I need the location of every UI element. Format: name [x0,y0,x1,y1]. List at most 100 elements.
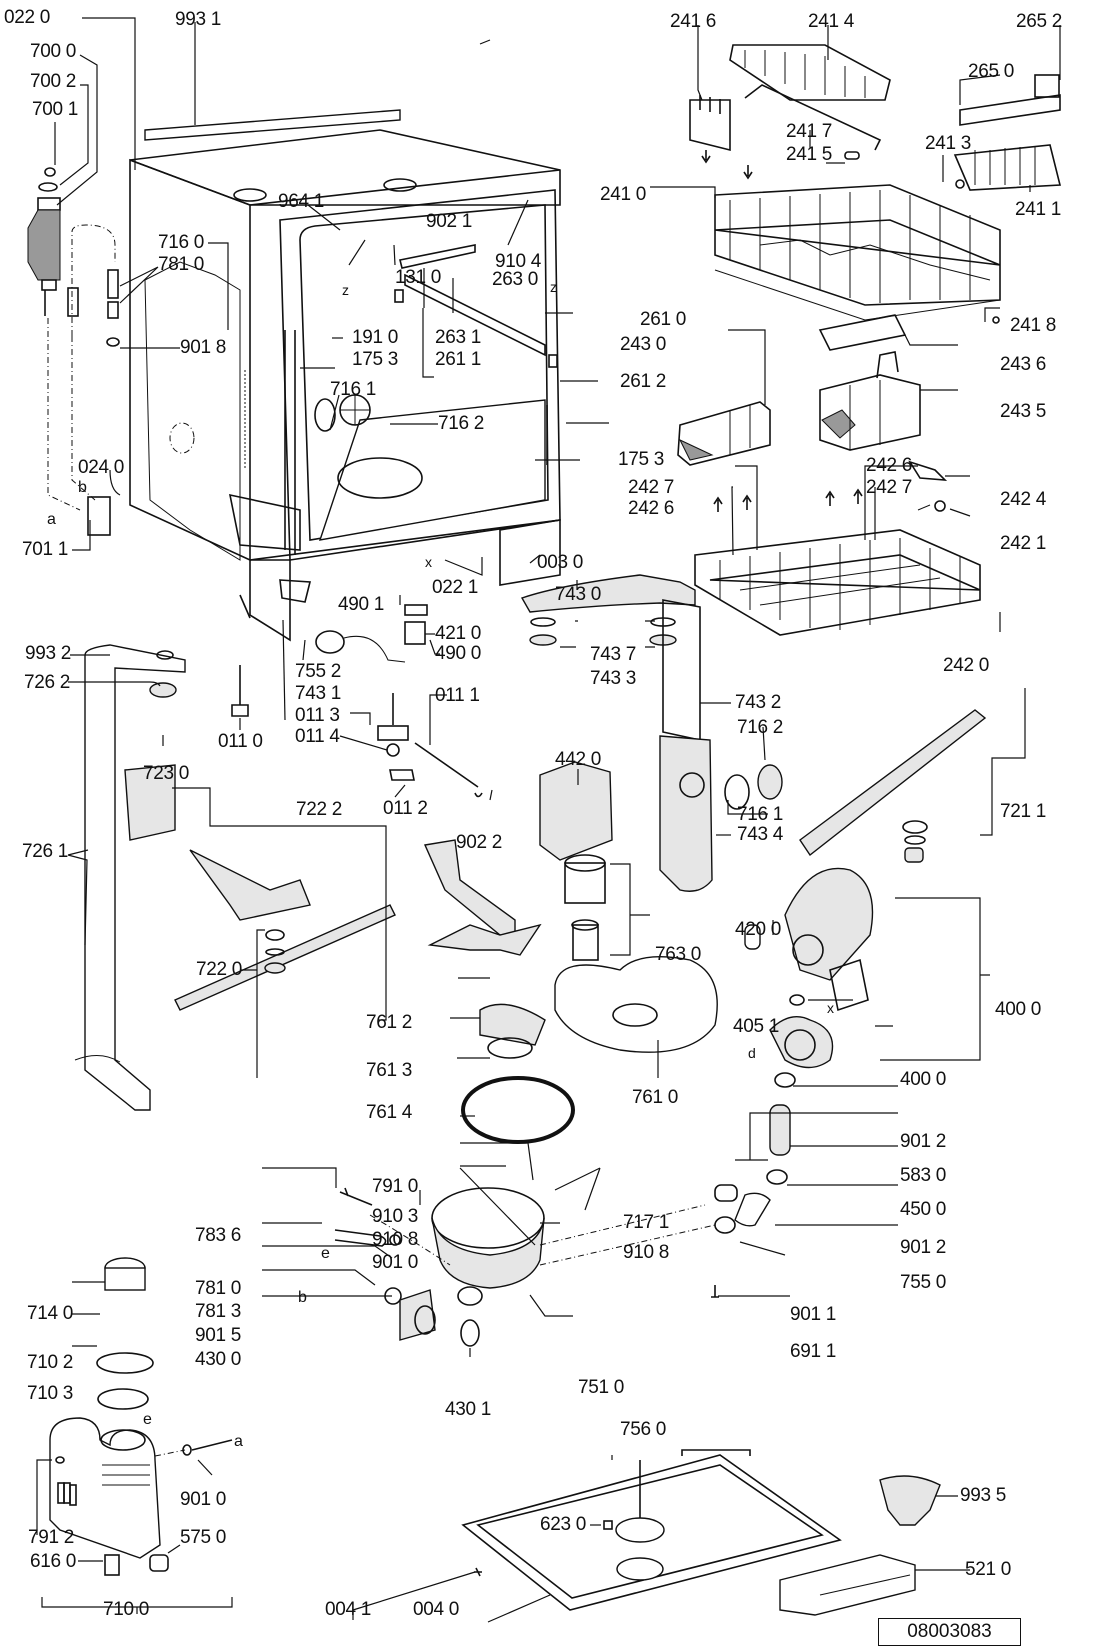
part-label: 022 0 [4,7,51,28]
part-label: 490 1 [338,594,385,615]
part-label: 242 0 [943,655,990,676]
part-label: 700 0 [30,41,77,62]
part-label: 241 7 [786,121,833,142]
sump-assembly [334,1187,716,1347]
part-label: 964 1 [278,191,325,212]
part-label: 751 0 [578,1377,625,1398]
part-label: 901 2 [900,1237,947,1258]
part-label: 722 0 [196,959,243,980]
part-label: 743 7 [590,644,637,665]
part-label: 261 1 [435,349,482,370]
rail-2610 [404,273,546,357]
part-4210 [404,621,426,645]
leader-lines [36,17,1061,1623]
part-label: 993 1 [175,9,222,30]
part-label: 003 0 [537,552,584,573]
part-label: 243 5 [1000,401,1047,422]
part-label: 791 0 [372,1176,419,1197]
pump-4300 [399,1289,436,1341]
basket-2435 [819,374,921,451]
part-label: 242 1 [1000,533,1047,554]
part-4500 [769,1104,791,1156]
connection-marker: e [321,1245,330,1262]
part-label: 490 0 [435,643,482,664]
part-label: 781 0 [195,1278,242,1299]
gasket-7910 [461,1076,575,1144]
part-label: 243 0 [620,334,667,355]
base-tray [461,1449,941,1616]
part-label: 755 2 [295,661,342,682]
part-label: 901 8 [180,337,227,358]
part-label: 241 4 [808,11,855,32]
part-label: 721 1 [1000,801,1047,822]
part-label: 263 1 [435,327,482,348]
part-label: 241 5 [786,144,833,165]
part-label: 024 0 [78,457,125,478]
part-label: 716 0 [158,232,205,253]
part-label: 722 2 [296,799,343,820]
part-label: 243 6 [1000,354,1047,375]
part-label: 241 0 [600,184,647,205]
part-label: 743 1 [295,683,342,704]
pump-motor [711,867,874,1298]
part-label: 993 5 [960,1485,1007,1506]
part-label: 261 2 [620,371,667,392]
part-label: 701 1 [22,539,69,560]
cabinet-frame [129,109,561,642]
part-label: 723 0 [143,763,190,784]
part-label: 714 0 [27,1303,74,1324]
part-label: 691 1 [790,1341,837,1362]
connection-marker: x [425,554,432,570]
part-label: 901 2 [900,1131,947,1152]
connection-marker: x [827,1000,834,1016]
part-label: 400 0 [995,999,1042,1020]
grid-2436 [818,314,907,351]
seal-4301 [460,1319,480,1347]
rack-2411 [953,144,1062,191]
part-label: 700 1 [32,99,79,120]
rail-2650 [959,94,1061,126]
part-label: 175 3 [352,349,399,370]
rail-2630 [399,244,476,269]
capacitor-4200 [744,924,761,950]
part-label: 011 4 [295,726,340,747]
spray-arms-and-ducts [520,574,987,892]
spray-arm-7211 [799,709,987,857]
reference-number-box: 08003083 [878,1618,1021,1646]
part-label: 450 0 [900,1199,947,1220]
part-label: 261 0 [640,309,687,330]
hose-7550 [734,1192,771,1227]
connection-marker: z [342,282,349,298]
part-label: 743 0 [555,584,602,605]
part-label: 241 8 [1010,315,1057,336]
part-label: 022 1 [432,577,479,598]
center-components [231,604,718,1144]
bracket-7011 [87,496,111,536]
part-4901 [404,604,428,616]
part-label: 521 0 [965,1559,1012,1580]
part-label: 710 3 [27,1383,74,1404]
part-label: 242 7 [866,477,913,498]
part-label: 756 0 [620,1419,667,1440]
part-label: 716 2 [737,717,784,738]
part-label: 761 0 [632,1087,679,1108]
part-label: 901 5 [195,1325,242,1346]
part-label: 791 2 [28,1527,75,1548]
part-label: 405 1 [733,1016,780,1037]
part-label: 400 0 [900,1069,947,1090]
connection-marker: e [143,1411,152,1428]
top-strip-9931 [144,109,401,141]
part-7552 [279,579,312,603]
part-7613 [479,1003,546,1046]
part-label: 781 3 [195,1301,242,1322]
part-label: 761 3 [366,1060,413,1081]
part-6160 [104,1554,120,1576]
water-inlet-assembly [27,167,120,536]
part-label: 743 2 [735,692,782,713]
connection-marker: b [78,479,87,496]
part-label: 583 0 [900,1165,947,1186]
part-label: 242 4 [1000,489,1047,510]
connection-marker: b [298,1289,307,1306]
seal-7614 [487,1037,533,1059]
part-label: 430 0 [195,1349,242,1370]
